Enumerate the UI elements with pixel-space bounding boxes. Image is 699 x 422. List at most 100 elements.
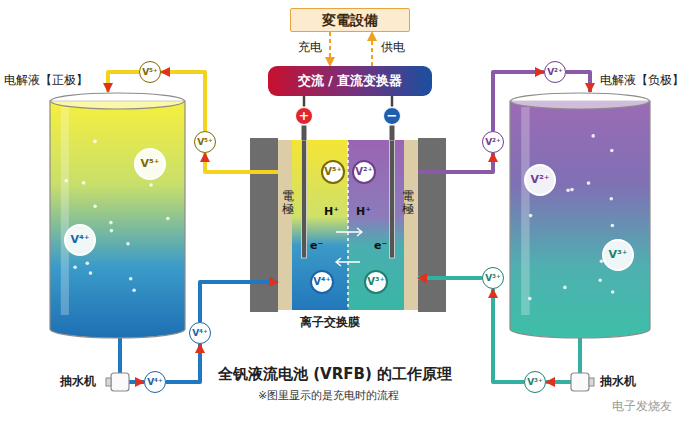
connector bbox=[418, 276, 482, 280]
pipe-ion-circle: V⁴⁺ bbox=[144, 371, 166, 393]
tank-top bbox=[51, 93, 185, 109]
connector bbox=[418, 153, 493, 172]
node-text: V⁴⁺ bbox=[192, 328, 208, 338]
node-text: V²⁺ bbox=[485, 137, 501, 147]
connector bbox=[391, 96, 394, 107]
electrode-label: 電極 bbox=[402, 190, 414, 216]
membrane-label: 离子交换膜 bbox=[300, 316, 360, 330]
connector bbox=[166, 344, 200, 382]
negative-half-cell bbox=[348, 140, 404, 310]
node-text: V²⁺ bbox=[547, 67, 563, 77]
positive-terminal: + bbox=[295, 107, 314, 126]
node-text: 変電設備 bbox=[322, 12, 378, 28]
bubble-dot bbox=[129, 277, 133, 281]
node-text: V²⁺ bbox=[530, 174, 549, 187]
bubble-dot bbox=[570, 188, 574, 192]
felt-layer bbox=[278, 140, 292, 310]
node-text: V⁴⁺ bbox=[70, 234, 89, 247]
connector bbox=[302, 126, 307, 141]
bubble-dot bbox=[566, 188, 570, 192]
node-text: V⁵⁺ bbox=[197, 137, 213, 147]
bubble-dot bbox=[610, 197, 614, 201]
edge-label: 供电 bbox=[380, 41, 406, 55]
bubble-dot bbox=[529, 214, 533, 218]
ion-circle: V³⁺ bbox=[364, 270, 388, 294]
bubble-dot bbox=[610, 149, 614, 153]
proton-label: H⁺ bbox=[324, 206, 339, 219]
tank-body bbox=[50, 101, 185, 338]
pump-label: 抽水机 bbox=[60, 375, 96, 389]
node-text: V⁴⁺ bbox=[147, 377, 163, 387]
bubble-dot bbox=[611, 224, 615, 228]
bubble-dot bbox=[65, 179, 69, 183]
bubble-dot bbox=[563, 286, 567, 290]
connector bbox=[329, 32, 331, 66]
pump-label: 抽水机 bbox=[600, 375, 636, 389]
connector bbox=[303, 96, 306, 107]
bubble-dot bbox=[110, 229, 114, 233]
pipe-ion-circle: V²⁺ bbox=[544, 61, 566, 83]
electrode-rod bbox=[390, 140, 395, 258]
tank-cylinder bbox=[50, 92, 185, 338]
converter-box: 交流 / 直流变换器 bbox=[268, 66, 432, 96]
node-text: V⁵⁺ bbox=[142, 67, 158, 77]
bubble-dot bbox=[93, 205, 97, 209]
node-text: V⁵⁺ bbox=[140, 158, 159, 171]
felt-layer bbox=[404, 140, 418, 310]
ion-circle: V⁴⁺ bbox=[64, 224, 96, 256]
watermark: 电子发烧友 bbox=[612, 400, 672, 414]
end-plate bbox=[250, 138, 278, 312]
bubble-dot bbox=[82, 181, 86, 185]
pipe-ion-circle: V³⁺ bbox=[524, 371, 546, 393]
pump-icon bbox=[106, 373, 129, 391]
negative-tank: 电解液【负极】V²⁺V³⁺ bbox=[510, 92, 650, 338]
tank-label: 电解液【正极】 bbox=[4, 74, 88, 88]
pipe-ion-circle: V²⁺ bbox=[482, 131, 504, 153]
negative-terminal: − bbox=[383, 107, 402, 126]
bubble-dot bbox=[587, 181, 591, 185]
node-text: V³⁺ bbox=[367, 276, 384, 288]
electron-label: e⁻ bbox=[310, 240, 323, 253]
positive-half-cell: 電極 e⁻ H⁺ V⁵⁺ V⁴⁺ bbox=[278, 140, 348, 310]
bubble-dot bbox=[149, 183, 153, 187]
bubble-dot bbox=[73, 265, 77, 269]
electrode-label: 電極 bbox=[282, 190, 294, 216]
bubble-dot bbox=[93, 140, 97, 144]
bubble-dot bbox=[126, 242, 130, 246]
ion-exchange-membrane bbox=[347, 142, 349, 308]
tank-cylinder bbox=[510, 92, 650, 338]
node-text: V²⁺ bbox=[355, 166, 372, 178]
tank-highlight bbox=[61, 107, 69, 315]
bubble-dot bbox=[528, 297, 532, 301]
node-text: V³⁺ bbox=[608, 249, 627, 262]
node-text: 交流 / 直流变换器 bbox=[298, 74, 403, 89]
bubble-dot bbox=[132, 288, 136, 292]
bubble-dot bbox=[591, 134, 595, 138]
proton-arrow bbox=[336, 258, 360, 266]
ion-circle: V⁴⁺ bbox=[310, 270, 334, 294]
connector bbox=[108, 72, 139, 92]
tank-highlight bbox=[521, 107, 529, 315]
tank-top bbox=[511, 93, 650, 109]
connector bbox=[566, 72, 590, 92]
bubble-dot bbox=[166, 217, 170, 221]
bubble-dot bbox=[611, 290, 615, 294]
tank-label: 电解液【负极】 bbox=[600, 74, 684, 88]
node-text: + bbox=[299, 109, 310, 124]
diagram-title: 全钒液流电池 (VRFB) 的工作原理 bbox=[218, 366, 452, 383]
ion-circle: V⁵⁺ bbox=[134, 148, 166, 180]
proton-label: H⁺ bbox=[356, 206, 371, 219]
pipe-ion-circle: V³⁺ bbox=[482, 267, 504, 289]
ion-circle: V⁵⁺ bbox=[321, 160, 345, 184]
electron-label: e⁻ bbox=[374, 240, 387, 253]
pipe-ion-circle: V⁴⁺ bbox=[189, 322, 211, 344]
bubble-dot bbox=[86, 262, 90, 266]
electrode-rod bbox=[302, 140, 307, 258]
node-text: V³⁺ bbox=[527, 377, 543, 387]
bubble-dot bbox=[598, 278, 602, 282]
substation-box: 変電設備 bbox=[290, 8, 410, 32]
proton-arrow bbox=[336, 228, 362, 236]
pipe-ion-circle: V⁵⁺ bbox=[194, 131, 216, 153]
pump-icon bbox=[571, 373, 594, 391]
